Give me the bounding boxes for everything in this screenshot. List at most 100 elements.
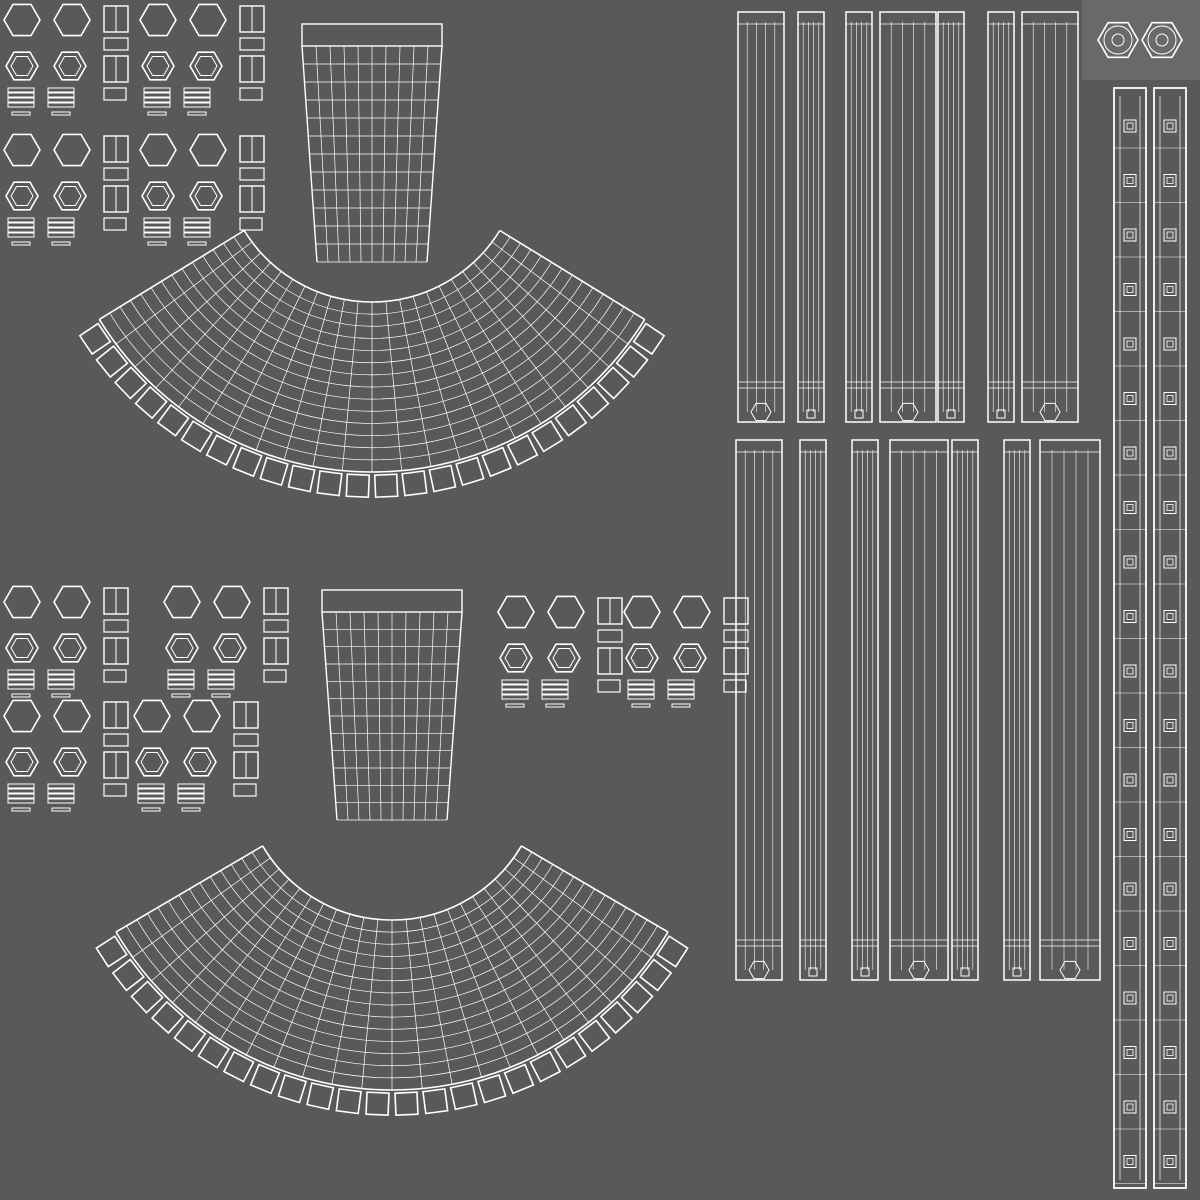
stack-part xyxy=(47,87,75,116)
fan-tab xyxy=(306,1082,335,1111)
fan-spoke xyxy=(450,279,542,424)
hex-part xyxy=(3,3,41,37)
rail-socket-inner xyxy=(1166,449,1174,457)
stack-slice xyxy=(7,679,35,685)
fan-tab xyxy=(531,420,564,453)
hex-part xyxy=(3,585,41,619)
hex-part xyxy=(53,633,87,663)
fan-spoke xyxy=(491,241,629,345)
rail-socket xyxy=(1163,773,1177,787)
strip-cap xyxy=(806,409,816,419)
hex-island xyxy=(3,585,41,619)
rail-socket-inner xyxy=(1166,667,1174,675)
box-island xyxy=(233,733,259,747)
rail-socket xyxy=(1123,610,1137,623)
hex-inner-ring xyxy=(58,751,82,773)
stack-slice xyxy=(47,102,75,108)
fan-tab xyxy=(287,464,316,493)
corner-discs xyxy=(1097,21,1183,59)
hex-island xyxy=(53,585,91,619)
box-island xyxy=(103,619,129,633)
stack-part xyxy=(7,217,35,246)
strip-cap xyxy=(748,960,770,980)
stack-base xyxy=(631,703,651,708)
rail-socket-inner xyxy=(1126,776,1134,784)
strap-strip xyxy=(1003,439,1031,981)
stack-base xyxy=(11,241,31,246)
rail-socket-inner xyxy=(1126,994,1134,1002)
stack-slice xyxy=(627,694,655,700)
hex-inner-ring xyxy=(170,637,194,659)
stack-slice xyxy=(541,679,569,685)
fan-spoke xyxy=(151,868,280,982)
rail-socket-inner xyxy=(1166,1158,1174,1165)
stack-slice xyxy=(47,87,75,93)
stack-slice xyxy=(183,222,211,228)
hex-inner-ring xyxy=(58,185,82,207)
rail-socket-inner xyxy=(1166,340,1174,348)
stack-base xyxy=(211,693,231,698)
box-part xyxy=(103,5,129,33)
fan-tab xyxy=(222,1050,255,1083)
rail-socket xyxy=(1123,1155,1137,1168)
strap-strip xyxy=(879,11,937,423)
fan-spoke xyxy=(195,888,301,1023)
fan-spoke xyxy=(385,301,402,471)
hex-part xyxy=(189,3,227,37)
stack-slice xyxy=(207,684,235,690)
rail-socket xyxy=(1123,501,1137,514)
hex-island xyxy=(53,51,87,81)
box-island xyxy=(597,629,623,643)
box-part xyxy=(239,5,265,33)
stack-part xyxy=(167,669,195,698)
fan-tab xyxy=(130,980,164,1014)
stack-slice xyxy=(627,689,655,695)
hex-part xyxy=(141,51,175,81)
hex-part xyxy=(189,181,223,211)
stack-part xyxy=(47,217,75,246)
stack-part xyxy=(7,669,35,698)
fan-tab xyxy=(596,366,631,400)
rail-socket-inner xyxy=(1166,994,1174,1002)
stack-base xyxy=(51,693,71,698)
side-rail-right xyxy=(1153,87,1187,1189)
hex-part xyxy=(189,51,223,81)
fan-ring xyxy=(98,319,646,473)
hex-inner-ring xyxy=(188,751,212,773)
fan-spoke xyxy=(504,868,633,982)
box-part xyxy=(239,55,265,83)
rail-socket-inner xyxy=(1166,504,1174,511)
rail-socket-inner xyxy=(1166,940,1174,947)
fan-tab xyxy=(249,1063,281,1095)
fan-tab xyxy=(95,935,128,968)
fan-spoke xyxy=(283,296,332,460)
fan-spoke xyxy=(499,229,646,321)
stack-base xyxy=(51,241,71,246)
fan-tab xyxy=(277,1073,308,1104)
rail-socket xyxy=(1163,937,1177,950)
stack-slice xyxy=(541,694,569,700)
fan-spoke xyxy=(219,896,312,1041)
side-rail-left xyxy=(1113,87,1147,1189)
strip-outline xyxy=(889,439,949,981)
side-rails xyxy=(1113,87,1187,1189)
strap-strip xyxy=(889,439,949,981)
rail-socket xyxy=(1163,119,1177,133)
stack-part xyxy=(207,669,235,698)
stack-base xyxy=(505,703,525,708)
stack-slice xyxy=(7,97,35,103)
rail-socket-inner xyxy=(1126,1103,1134,1111)
hex-part xyxy=(3,133,41,167)
rail-socket xyxy=(1163,446,1177,460)
hex-part xyxy=(3,699,41,733)
rail-socket-inner xyxy=(1166,286,1174,293)
rail-socket-inner xyxy=(1166,231,1174,239)
stack-slice xyxy=(143,227,171,233)
strip-cap xyxy=(897,402,919,422)
lower-fan-shell xyxy=(95,589,689,1116)
stack-slice xyxy=(7,217,35,223)
rail-socket-inner xyxy=(1126,449,1134,457)
fan-tab xyxy=(134,385,168,420)
fan-tab xyxy=(506,434,539,467)
stack-slice xyxy=(7,788,35,794)
